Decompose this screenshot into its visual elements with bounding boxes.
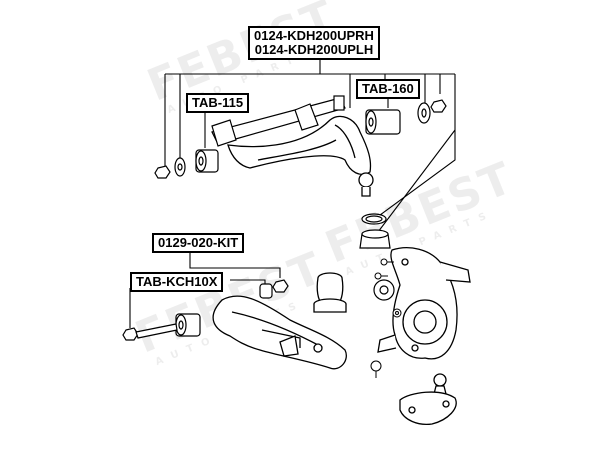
washer-left [174, 157, 186, 177]
lower-bushing [175, 313, 201, 337]
upper-arm-part-number: 0124-KDH200UPRH 0124-KDH200UPLH [248, 26, 380, 60]
washer-right [417, 102, 431, 124]
tab115-bushing [195, 149, 219, 173]
kit-nut [272, 279, 289, 293]
cotter-pin [370, 360, 382, 378]
tab160-label: TAB-160 [356, 79, 420, 99]
kit-washer [259, 283, 273, 299]
hub-cap [373, 279, 395, 301]
small-bolt-a [374, 258, 394, 280]
nut-left [154, 165, 171, 179]
lower-control-arm [212, 295, 347, 370]
steering-knuckle [377, 247, 471, 360]
tab160-bushing [365, 109, 401, 135]
upper-control-arm [227, 115, 374, 197]
lower-ball-joint [399, 373, 457, 426]
tabkch-label: TAB-KCH10X [130, 272, 224, 292]
dust-boot [359, 229, 391, 249]
upper-arm-part-lh: 0124-KDH200UPLH [254, 42, 374, 57]
nut-right [430, 99, 447, 113]
tab115-label: TAB-115 [186, 93, 250, 113]
upper-arm-part-rh: 0124-KDH200UPRH [254, 28, 374, 43]
upper-arm-shaft [211, 95, 346, 147]
dust-boot-ring [361, 213, 387, 225]
lower-bolt [122, 323, 178, 341]
kit-label: 0129-020-KIT [152, 233, 245, 253]
small-nut [392, 308, 402, 318]
bump-stop [313, 272, 347, 313]
